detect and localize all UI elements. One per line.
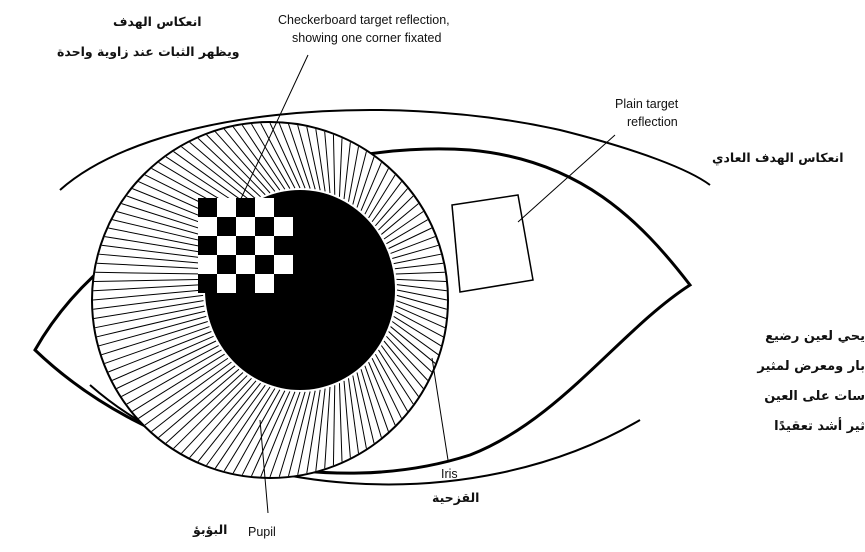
checker-square — [217, 274, 236, 293]
checker-square — [255, 255, 274, 274]
label-target-reflection-ar: انعكاس الهدف — [113, 14, 202, 30]
label-pupil-en: Pupil — [248, 524, 276, 540]
caption-line-4: ثير أشد تعقيدًا — [774, 412, 865, 442]
caption-line-1: يحي لعين رضيع — [765, 322, 865, 352]
checker-square — [217, 255, 236, 274]
label-plain-ar: انعكاس الهدف العادي — [712, 150, 844, 166]
checker-square — [255, 217, 274, 236]
checker-square — [198, 255, 217, 274]
label-iris-en: Iris — [441, 466, 458, 482]
checker-square — [255, 274, 274, 293]
label-checker-en-1: Checkerboard target reflection, — [278, 12, 450, 28]
checker-square — [198, 217, 217, 236]
checker-square — [236, 274, 255, 293]
checker-square — [236, 198, 255, 217]
label-pupil-ar: البؤبؤ — [193, 522, 227, 538]
checker-square — [274, 217, 293, 236]
label-checker-en-2: showing one corner fixated — [292, 30, 441, 46]
checker-square — [236, 217, 255, 236]
checker-square — [198, 198, 217, 217]
label-plain-en-1: Plain target — [615, 96, 678, 112]
checker-square — [217, 198, 236, 217]
caption-line-2: بار ومعرض لمثير — [757, 352, 865, 382]
checkerboard-reflection — [198, 198, 293, 293]
checker-square — [236, 255, 255, 274]
checker-square — [255, 236, 274, 255]
checker-square — [198, 274, 217, 293]
checker-square — [217, 217, 236, 236]
leader-iris — [432, 358, 448, 460]
caption-line-3: سات على العين — [764, 382, 865, 412]
label-fixation-ar: ويظهر الثبات عند زاوية واحدة — [57, 44, 240, 60]
label-plain-en-2: reflection — [627, 114, 678, 130]
checker-square — [198, 236, 217, 255]
checker-square — [274, 255, 293, 274]
checker-square — [274, 198, 293, 217]
checker-square — [217, 236, 236, 255]
checker-square — [236, 236, 255, 255]
label-iris-ar: القزحية — [432, 490, 479, 506]
checker-square — [274, 236, 293, 255]
checker-square — [274, 274, 293, 293]
leader-plain — [518, 135, 615, 222]
checker-square — [255, 198, 274, 217]
plain-target-reflection — [452, 195, 533, 292]
